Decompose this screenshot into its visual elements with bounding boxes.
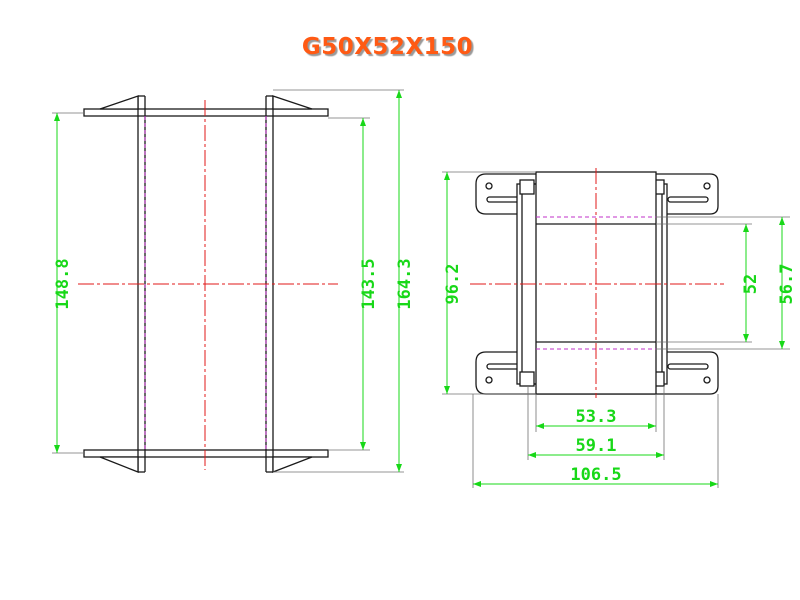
dim-overall-width: 106.5 [570,465,621,485]
dim-bobbin-width: 59.1 [576,436,617,456]
top-right-clip [272,95,313,110]
dim-left-window-height: 143.5 [359,258,379,309]
top-flange [83,108,329,117]
dim-left-overall-height: 164.3 [395,258,415,309]
mount-hole-bl [485,376,493,384]
mount-hole-tl [485,182,493,190]
dim-core-width: 53.3 [576,407,617,427]
dim-right-core-height: 52 [741,274,761,294]
top-left-clip [99,95,139,110]
top-view: 96.2 52 56.7 53.3 59.1 106.5 [442,168,797,488]
bottom-left-clip [99,456,139,473]
dim-right-overall-height: 96.2 [443,264,463,305]
bottom-right-clip [272,456,313,473]
mount-hole-br [703,376,711,384]
side-view: 148.8 143.5 164.3 [52,89,415,473]
bottom-flange [83,449,329,458]
drawing-title: G50X52X150 [301,34,474,60]
dim-left-inner-height: 148.8 [53,258,73,309]
mount-hole-tr [703,182,711,190]
dim-right-inner-height: 56.7 [777,264,797,305]
